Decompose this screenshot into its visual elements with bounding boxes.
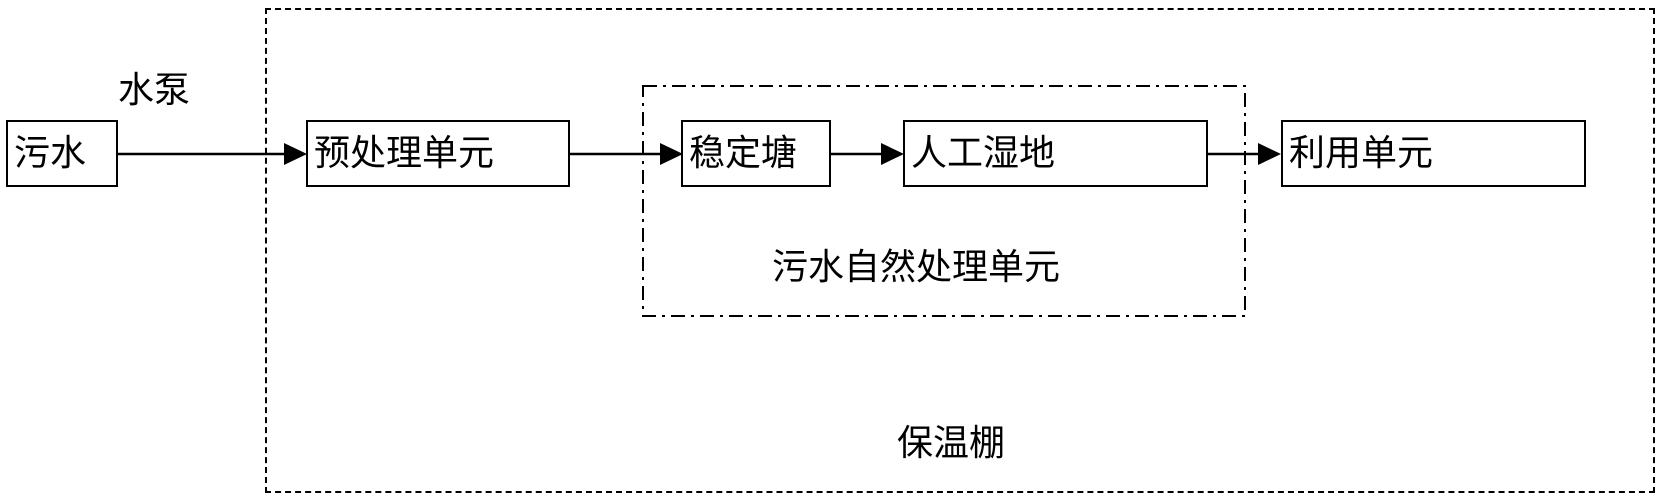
natural-unit-label: 污水自然处理单元 — [772, 247, 1061, 288]
node-constructed-wetland: 人工湿地 — [903, 120, 1208, 187]
node-utilization-label: 利用单元 — [1289, 132, 1434, 174]
greenhouse-boundary — [265, 8, 1655, 493]
node-sewage: 污水 — [6, 120, 118, 187]
arrowhead-wetland — [881, 143, 904, 165]
node-stabilization-pond-label: 稳定塘 — [689, 132, 798, 174]
arrowhead-utilization — [1258, 143, 1281, 165]
node-constructed-wetland-label: 人工湿地 — [911, 132, 1056, 174]
natural-unit-boundary — [642, 85, 1246, 317]
node-utilization: 利用单元 — [1281, 120, 1586, 187]
node-stabilization-pond: 稳定塘 — [681, 120, 831, 187]
node-sewage-label: 污水 — [14, 132, 87, 174]
arrowhead-pretreatment — [284, 143, 307, 165]
arrowhead-pond — [660, 143, 683, 165]
pump-label: 水泵 — [118, 70, 191, 111]
greenhouse-label: 保温棚 — [897, 423, 1006, 464]
node-pretreatment-label: 预处理单元 — [314, 132, 495, 174]
node-pretreatment: 预处理单元 — [306, 120, 570, 187]
